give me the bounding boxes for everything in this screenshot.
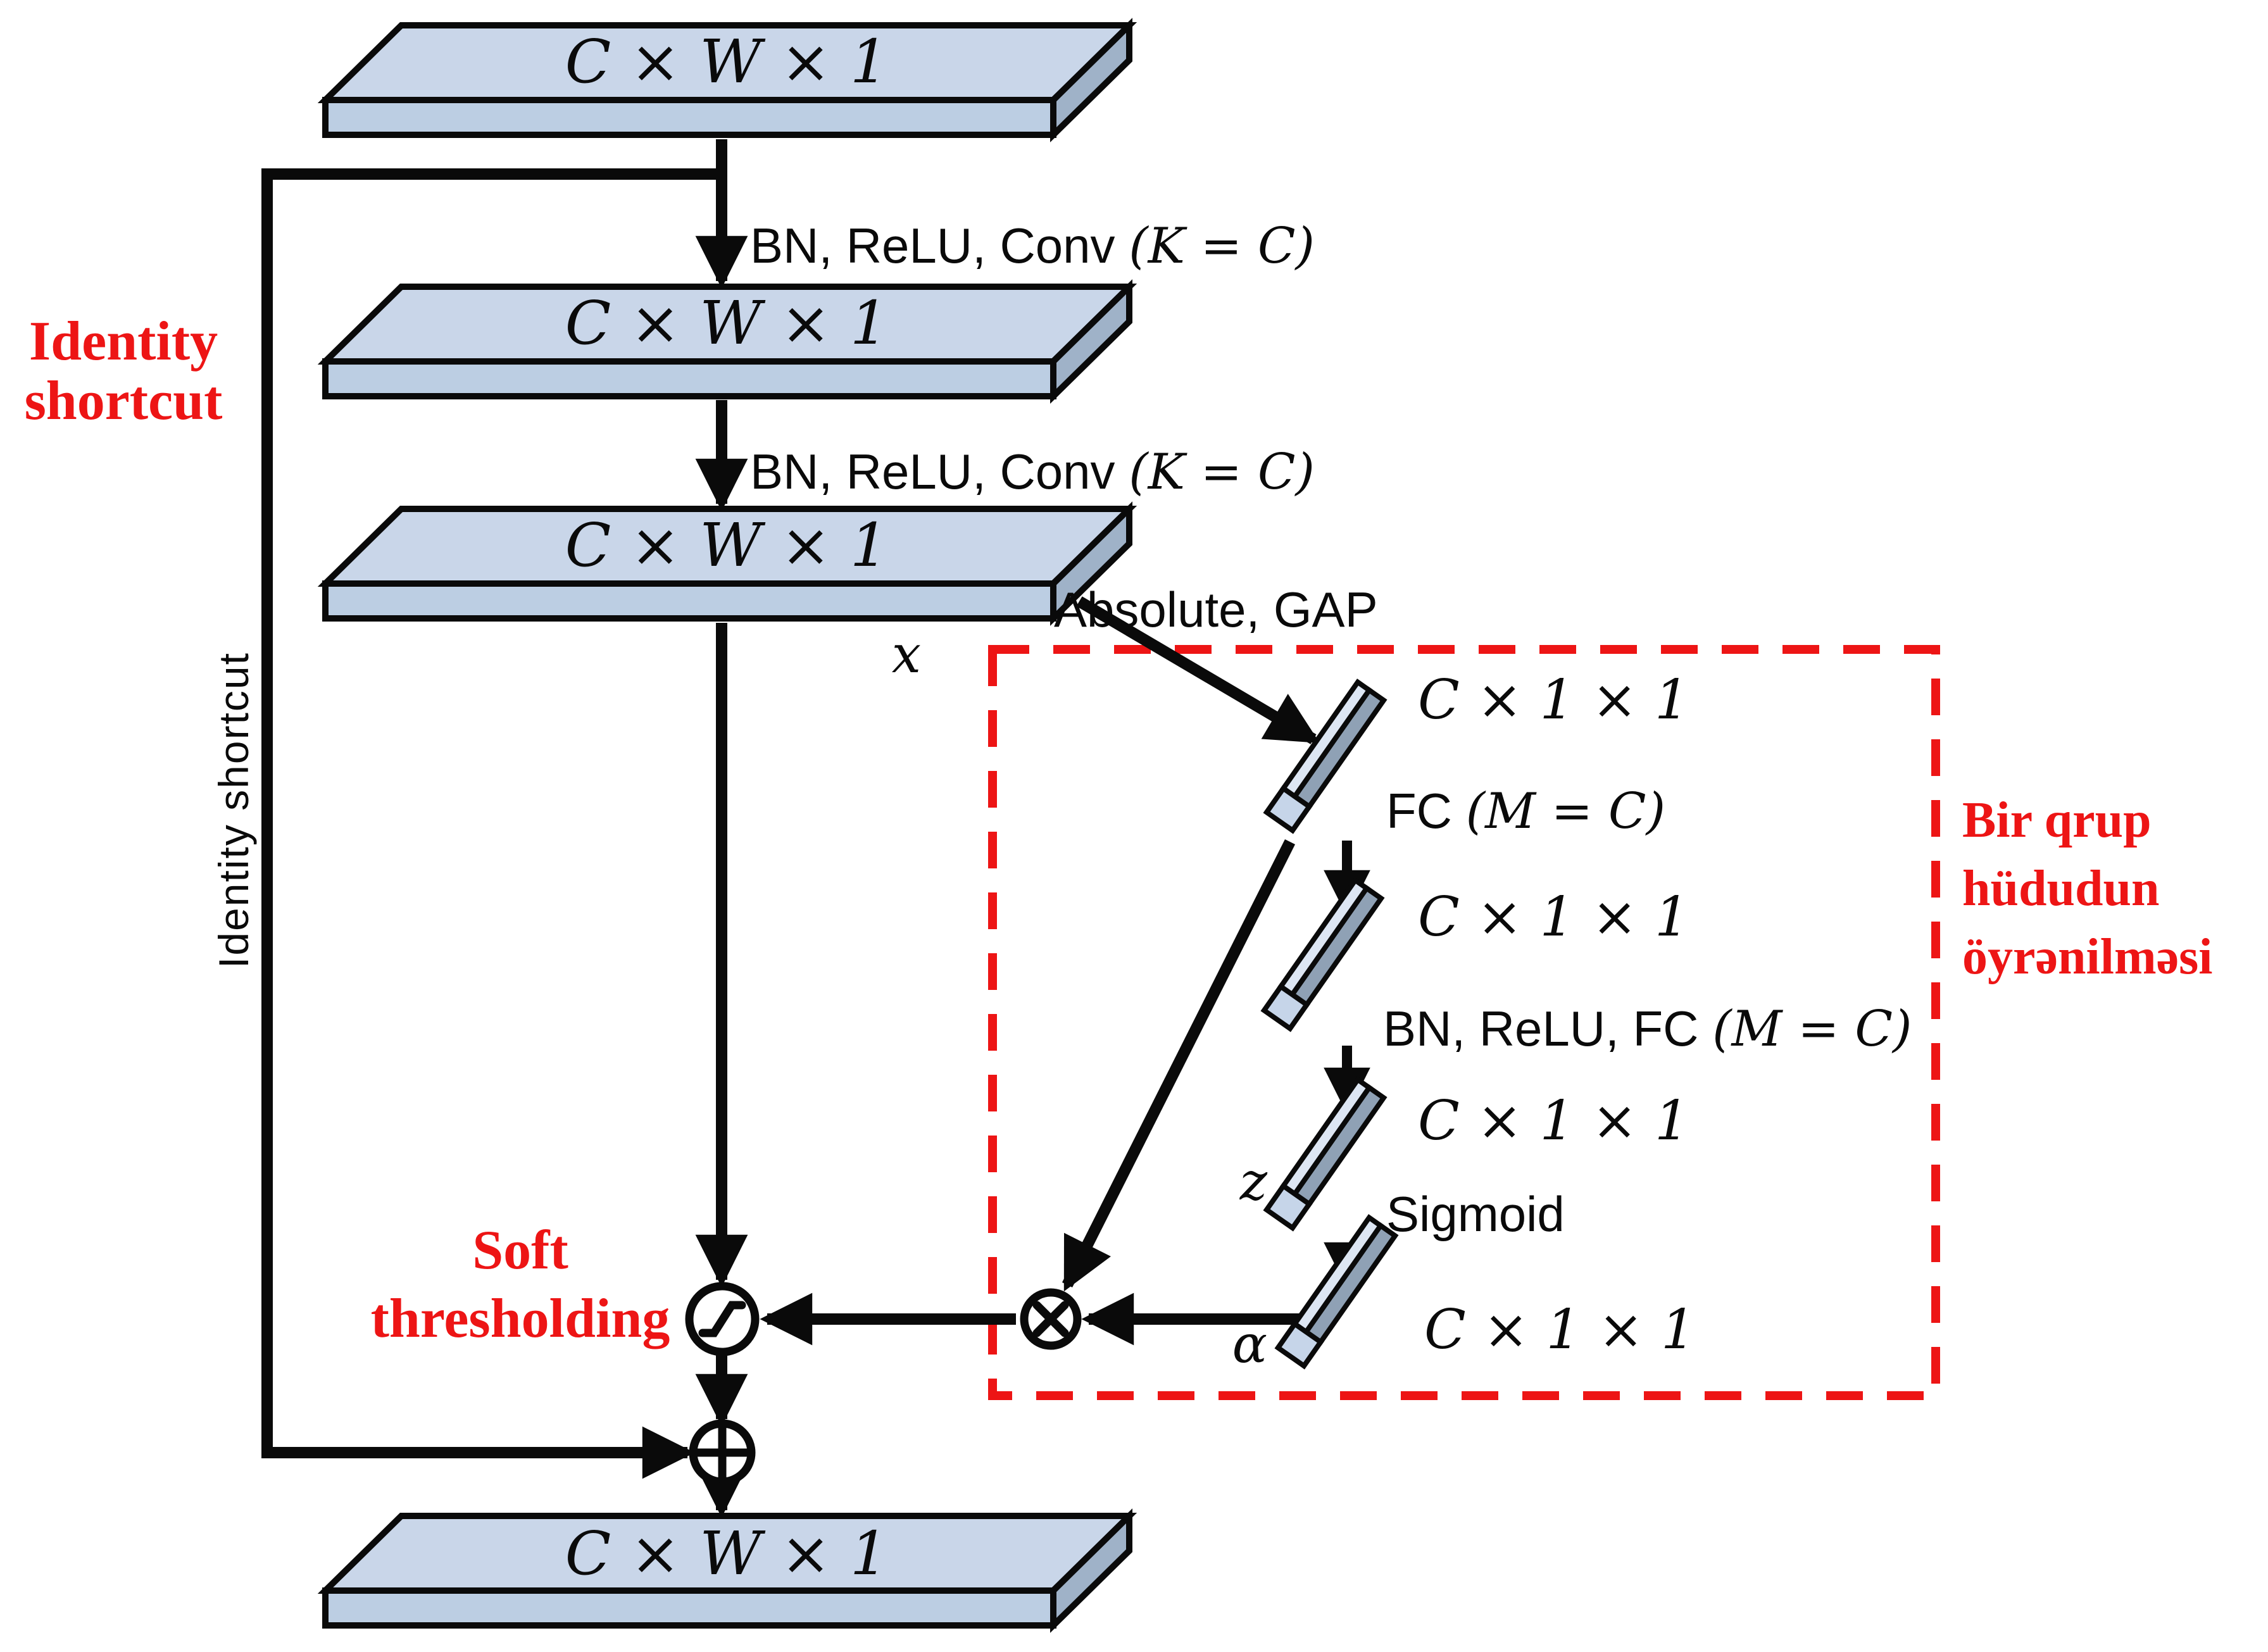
label-conv1-math: (K = C) [1129, 218, 1315, 275]
group-threshold-label-line3: öyrənilməsi [1962, 929, 2212, 985]
vector3-dims: C × 1 × 1 [1418, 1089, 1689, 1153]
multiply-node [1020, 1288, 1082, 1350]
label-absolute-gap: Absolute, GAP [1054, 582, 1378, 637]
soft-thresholding-label-line2: thresholding [371, 1288, 670, 1349]
label-conv2: BN, ReLU, Conv (K = C) [750, 444, 1315, 501]
soft-thresholding-label-line1: Soft [472, 1220, 568, 1281]
identity-shortcut-red-line2: shortcut [25, 370, 223, 432]
group-threshold-label-line2: hüdudun [1962, 861, 2159, 917]
identity-shortcut-red-line1: Identity [29, 311, 218, 372]
var-alpha: α [1232, 1315, 1267, 1375]
slab1-dims: C × W × 1 [565, 27, 889, 97]
vector4-dims: C × 1 × 1 [1424, 1298, 1696, 1361]
label-conv1: BN, ReLU, Conv (K = C) [750, 218, 1315, 275]
var-x: x [892, 625, 921, 685]
vector1-dims: C × 1 × 1 [1418, 668, 1689, 732]
soft-threshold-icon [698, 1301, 746, 1337]
label-bn-relu-fc-prefix: BN, ReLU, FC [1383, 1001, 1712, 1056]
label-conv2-prefix: BN, ReLU, Conv [750, 444, 1129, 499]
slab2-dims: C × W × 1 [565, 289, 889, 358]
plus-icon [691, 1421, 754, 1484]
label-sigmoid: Sigmoid [1386, 1186, 1565, 1242]
vector2-dims: C × 1 × 1 [1418, 885, 1689, 949]
arrow-gapvector-multiply [1062, 839, 1296, 1292]
label-conv1-prefix: BN, ReLU, Conv [750, 218, 1129, 273]
multiply-icon [1032, 1301, 1069, 1337]
soft-threshold-node [685, 1282, 760, 1356]
label-fc-math: (M = C) [1466, 783, 1665, 840]
identity-shortcut-rotated-label: Identity shortcut [210, 652, 257, 968]
slab4-dims: C × W × 1 [565, 1519, 889, 1589]
label-conv2-math: (K = C) [1129, 444, 1315, 501]
var-z: z [1239, 1152, 1268, 1212]
label-fc: FC (M = C) [1386, 783, 1665, 840]
identity-shortcut-line [261, 168, 722, 1479]
add-node [689, 1419, 756, 1486]
arrow-absolute-gap [1076, 596, 1320, 744]
slab3-dims: C × W × 1 [565, 511, 889, 580]
group-threshold-label-line1: Bir qrup [1962, 792, 2152, 848]
threshold-learning-box [988, 645, 1940, 1400]
label-bn-relu-fc: BN, ReLU, FC (M = C) [1383, 1001, 1912, 1058]
label-fc-prefix: FC [1386, 783, 1466, 839]
label-bn-relu-fc-math: (M = C) [1712, 1001, 1912, 1058]
